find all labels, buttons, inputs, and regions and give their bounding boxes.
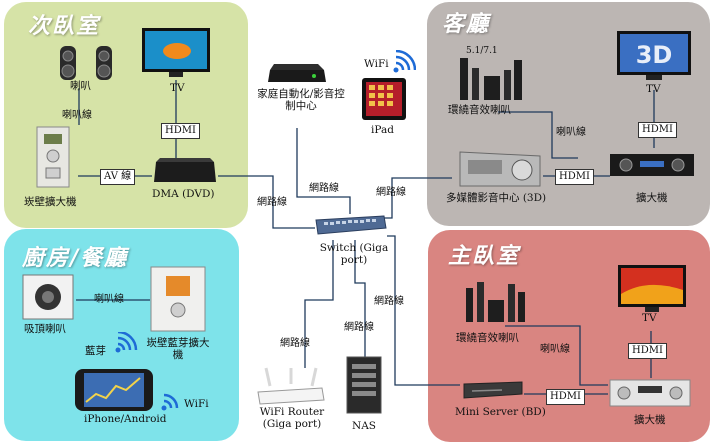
label-hdmi-2: HDMI	[638, 122, 677, 138]
label-speaker-wire-4: 喇叭線	[540, 344, 570, 355]
label-net-3: 網路線	[376, 187, 406, 198]
amplifier-mb-icon	[608, 378, 692, 412]
wall-amp-icon	[36, 126, 70, 192]
title-kitchen: 廚房/餐廳	[22, 245, 129, 271]
label-wifi-kitchen: WiFi	[184, 398, 209, 410]
label-mini-server: Mini Server (BD)	[455, 406, 546, 418]
bluetooth-wave-icon	[114, 330, 140, 358]
label-net-6: 網路線	[374, 296, 404, 307]
speaker-icon	[58, 44, 116, 88]
label-home-automation: 家庭自動化/影音控制中心	[257, 88, 345, 112]
3d-tv-icon: 3D	[616, 30, 692, 86]
label-speaker-wire-1: 喇叭線	[62, 110, 92, 121]
dma-icon	[152, 156, 218, 190]
label-hdmi-1: HDMI	[161, 123, 200, 139]
label-tv-left: TV	[170, 82, 185, 94]
surround-speaker-mb-icon	[462, 280, 528, 328]
label-av-wire: AV 線	[100, 169, 136, 185]
ipad-icon	[361, 77, 407, 125]
label-speaker-wire-2: 喇叭線	[556, 127, 586, 138]
wifi-kitchen-icon	[160, 388, 184, 416]
label-speaker-wire-3: 喇叭線	[94, 294, 124, 305]
label-hdmi-4: HDMI	[628, 343, 667, 359]
label-net-2: 網路線	[309, 183, 339, 194]
label-net-5: 網路線	[344, 322, 374, 333]
label-dma: DMA (DVD)	[152, 188, 215, 200]
label-switch: Switch (Giga port)	[319, 242, 389, 266]
label-wall-amp: 崁壁擴大機	[24, 196, 77, 208]
label-tv-mb: TV	[642, 312, 657, 324]
label-surround-51: 5.1/7.1	[466, 46, 498, 56]
amplifier-icon	[608, 150, 696, 182]
label-media-center: 多媒體影音中心 (3D)	[446, 192, 547, 204]
tv-mb-icon	[617, 264, 687, 318]
svg-text:3D: 3D	[636, 41, 673, 69]
iphone-icon	[74, 368, 154, 416]
ceiling-speaker-icon	[22, 274, 74, 324]
bt-amp-icon	[150, 266, 206, 336]
label-tv-lr: TV	[646, 83, 661, 95]
label-nas: NAS	[352, 420, 376, 432]
label-amp-lr: 擴大機	[636, 192, 668, 204]
title-living-room: 客廳	[442, 11, 491, 37]
switch-icon	[314, 212, 388, 240]
mini-server-icon	[462, 378, 524, 404]
label-net-4: 網路線	[280, 338, 310, 349]
label-net-1: 網路線	[257, 197, 287, 208]
title-second-bedroom: 次臥室	[28, 13, 101, 39]
wifi-icon	[392, 49, 417, 78]
title-master-bedroom: 主臥室	[448, 243, 521, 269]
label-amp-mb: 擴大機	[634, 414, 666, 426]
label-bt-amp: 崁壁藍芽擴大機	[146, 337, 210, 361]
surround-speaker-icon	[456, 56, 526, 106]
label-surround-speaker-lr: 環繞音效喇叭	[448, 104, 511, 116]
label-speaker: 喇叭	[70, 80, 91, 92]
tv-icon	[141, 27, 211, 83]
label-surround-speaker-mb: 環繞音效喇叭	[456, 332, 519, 344]
label-wifi-top: WiFi	[364, 58, 389, 70]
label-wifi-router: WiFi Router (Giga port)	[259, 406, 325, 430]
label-ceiling-speaker: 吸頂喇叭	[24, 323, 66, 335]
label-hdmi-5: HDMI	[546, 389, 585, 405]
home-automation-icon	[268, 62, 328, 88]
label-ipad: iPad	[371, 124, 394, 136]
label-iphone: iPhone/Android	[84, 413, 167, 425]
media-center-icon	[454, 148, 544, 194]
nas-icon	[346, 356, 382, 418]
wifi-router-icon	[256, 366, 326, 410]
label-hdmi-3: HDMI	[555, 169, 594, 185]
label-bluetooth: 藍芽	[85, 345, 106, 357]
